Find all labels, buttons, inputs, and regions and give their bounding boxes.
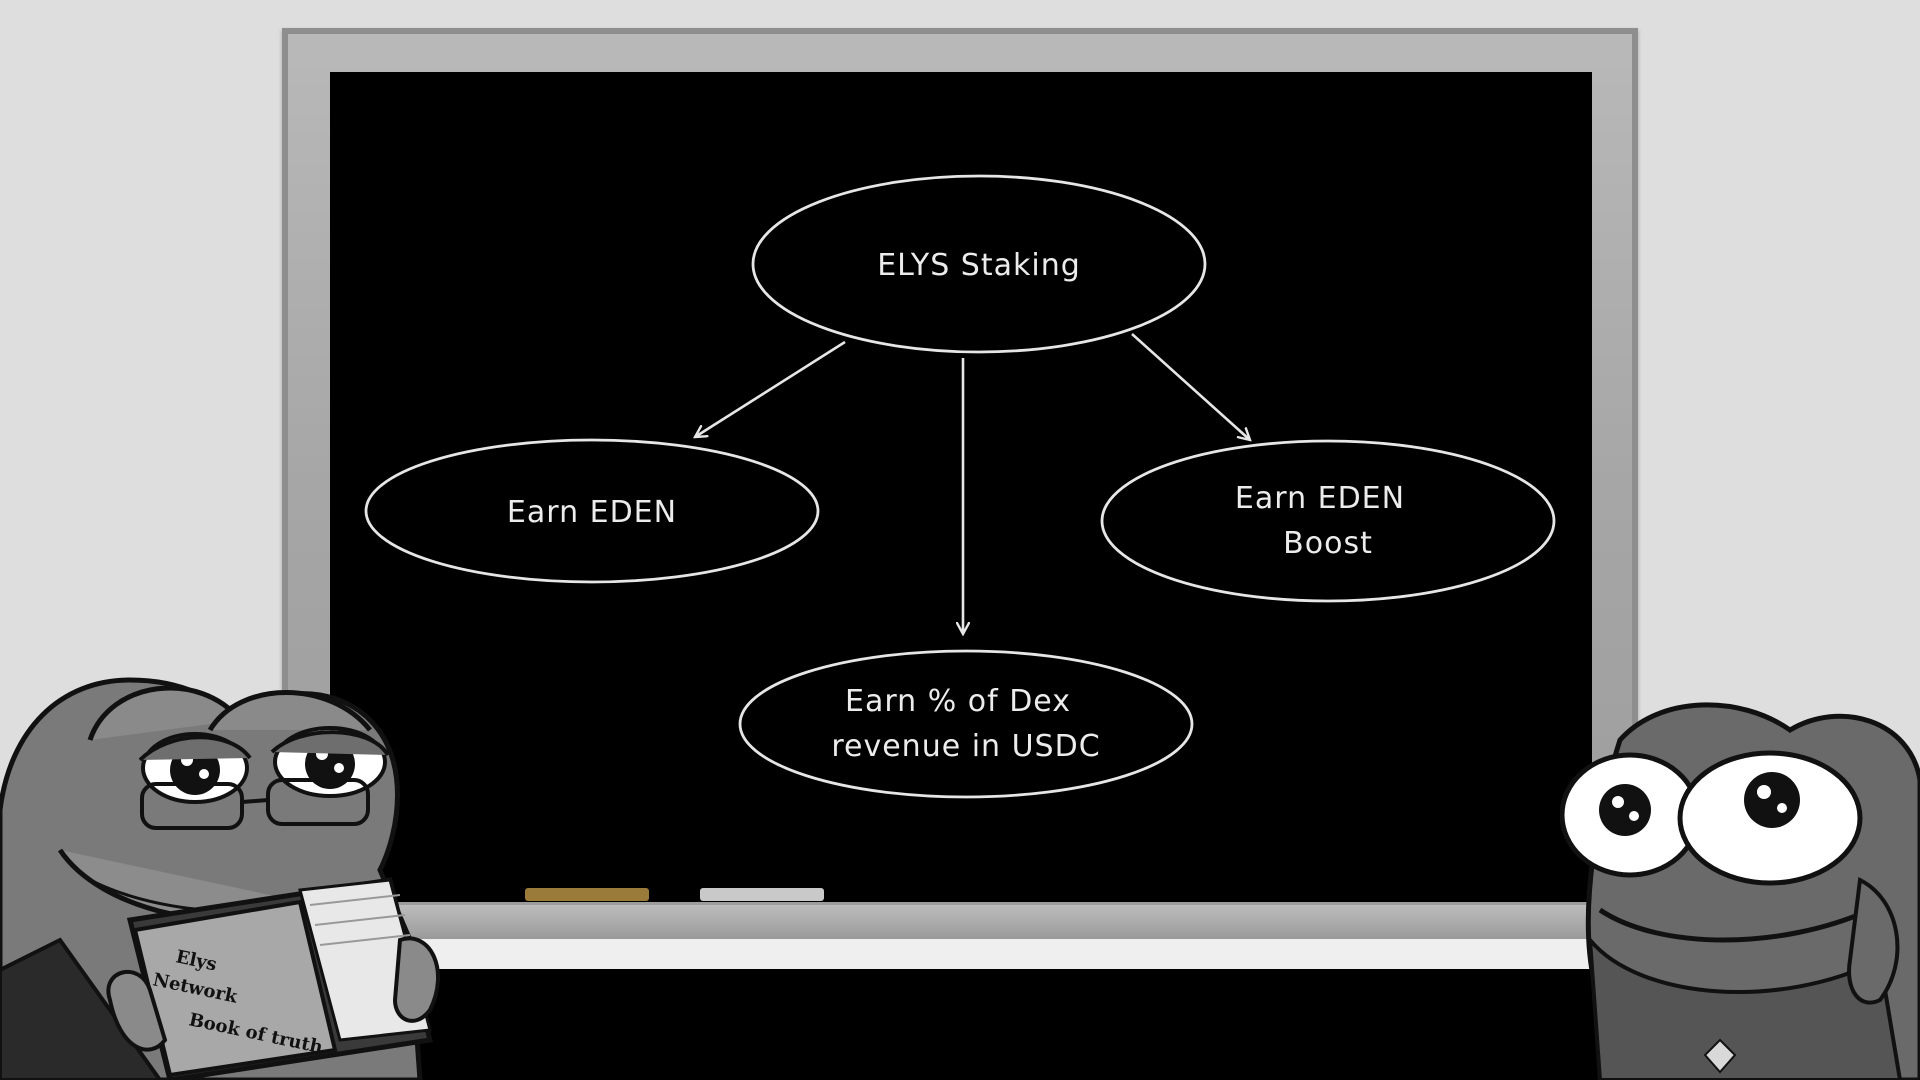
ledge-shadow bbox=[420, 939, 1620, 969]
chalk-ledge bbox=[282, 905, 1638, 939]
arrow-to-earn-eden bbox=[695, 340, 846, 437]
node-earn-eden-label: Earn EDEN bbox=[507, 495, 677, 530]
node-earn-eden: Earn EDEN bbox=[364, 438, 820, 584]
node-earn-eden-boost-line1: Earn EDEN bbox=[1235, 481, 1405, 516]
node-elys-staking-label: ELYS Staking bbox=[877, 248, 1081, 283]
node-earn-eden-boost-line2: Boost bbox=[1283, 526, 1373, 561]
node-elys-staking: ELYS Staking bbox=[751, 174, 1207, 354]
node-dex-revenue: Earn % of Dex revenue in USDC bbox=[738, 649, 1194, 799]
chalkboard bbox=[330, 72, 1592, 902]
badge-icon bbox=[1703, 1038, 1737, 1074]
node-earn-eden-boost: Earn EDEN Boost bbox=[1100, 439, 1556, 603]
node-dex-revenue-line1: Earn % of Dex bbox=[845, 684, 1071, 719]
white-chalk-stick bbox=[700, 888, 824, 901]
node-dex-revenue-line2: revenue in USDC bbox=[831, 729, 1100, 764]
frog-wide-eyes-illustration bbox=[1560, 702, 1920, 1080]
frog-reading-book-illustration: Elys Network Book of truth bbox=[0, 677, 440, 1080]
arrow-to-eden-boost bbox=[1131, 333, 1250, 440]
yellow-chalk-stick bbox=[525, 888, 649, 901]
